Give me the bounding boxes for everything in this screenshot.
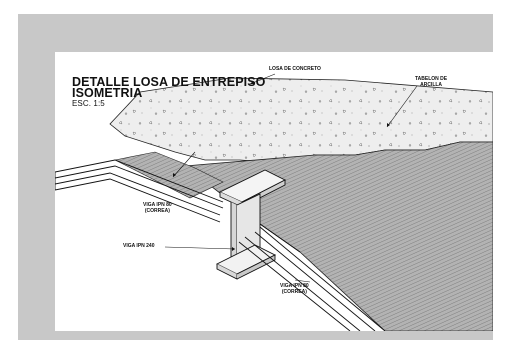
label-viga-240: VIGA IPN 240 — [123, 243, 155, 249]
title-line-1: DETALLE LOSA DE ENTREPISO — [72, 75, 266, 89]
isometric-drawing — [55, 73, 493, 331]
label-losa: LOSA DE CONCRETO — [269, 66, 321, 72]
viga-ipn80-bottom — [238, 223, 386, 331]
title-line-2: ISOMETRIA — [72, 86, 143, 100]
viga-ipn80-left — [55, 159, 224, 223]
label-viga-left: VIGA IPN 80 (CORREA) — [143, 202, 172, 214]
label-tabelon: TABELON DE ARCILLA — [415, 76, 448, 88]
tabelon-left — [114, 151, 224, 199]
viga-ipn240 — [215, 169, 286, 280]
label-viga-bottom: VIGA IPN 80 (CORREA) — [280, 283, 309, 295]
drawing-scale: ESC. 1:5 — [72, 99, 105, 108]
image-frame: DETALLE LOSA DE ENTREPISO ISOMETRIA ESC.… — [18, 14, 493, 340]
drawing-sheet: DETALLE LOSA DE ENTREPISO ISOMETRIA ESC.… — [55, 52, 493, 331]
drawing-title: DETALLE LOSA DE ENTREPISO ISOMETRIA ESC.… — [72, 75, 266, 108]
leader-lines — [164, 73, 418, 283]
